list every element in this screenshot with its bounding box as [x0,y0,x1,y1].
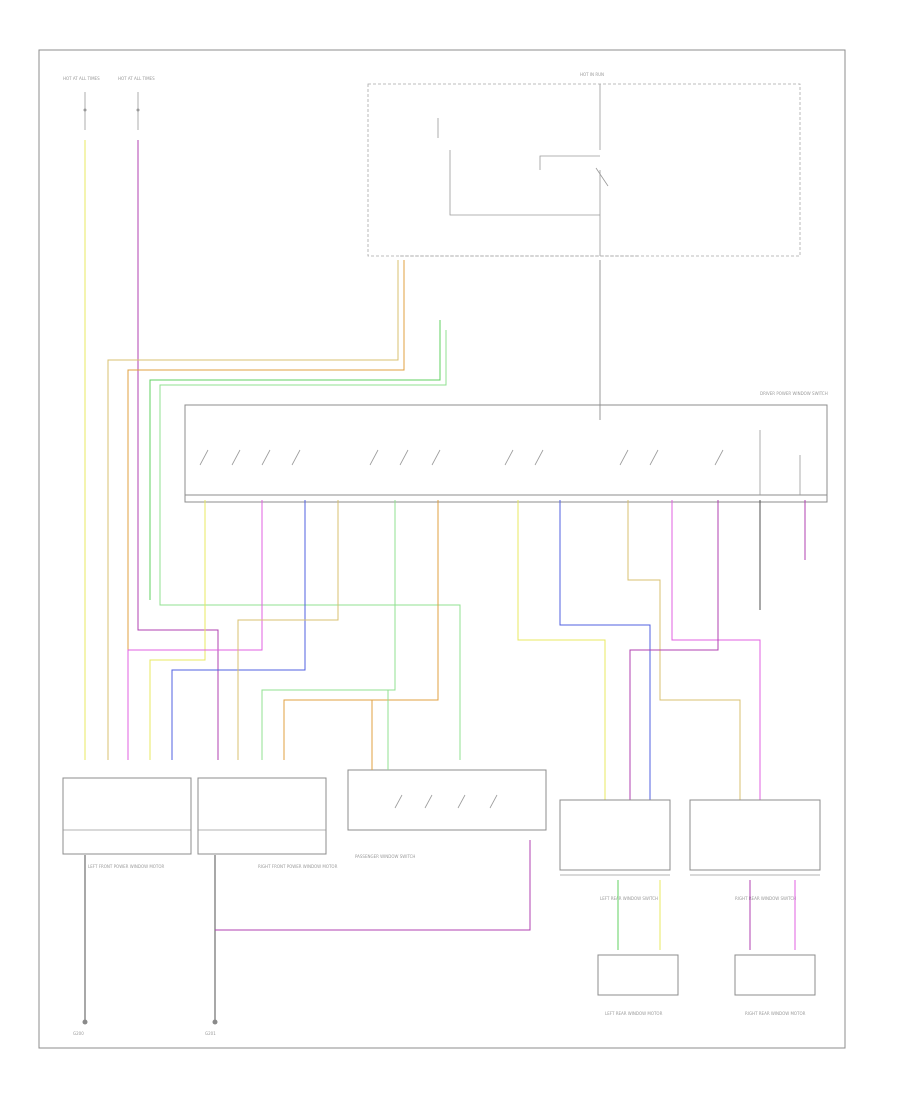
wire-tan-rr [627,500,741,800]
relay-contact [595,167,609,187]
rf-motor-label: RIGHT FRONT POWER WINDOW MOTOR [258,864,338,869]
driver-switch-label: DRIVER POWER WINDOW SWITCH [760,391,828,396]
lr-switch-label: LEFT REAR WINDOW SWITCH [600,896,658,901]
wire-tan-main [107,260,399,760]
wire-yellow-lf-up [149,500,206,760]
lf-motor-body [62,777,192,855]
relay-feed-path [449,150,600,216]
fuse-left-2 [136,92,140,130]
rf-motor-body [197,777,327,855]
lr-motor-label: LEFT REAR WINDOW MOTOR [605,1011,663,1016]
wire-violet-lr [629,500,719,800]
wire-orange-pass [371,699,438,770]
power-source-label-2: HOT AT ALL TIMES [118,76,155,81]
rr-motor-body [734,954,816,996]
fuse-left-1 [83,92,87,130]
lf-motor-label: LEFT FRONT POWER WINDOW MOTOR [88,864,165,869]
relay-coil-path [539,155,600,170]
wire-violet-to-rf [137,620,219,760]
ground-symbol-1 [82,1019,88,1025]
wire-blue-lr [559,500,651,800]
wire-lightgreen-main [159,330,461,760]
passenger-switch-contacts [394,794,498,809]
wire-orange-main [127,260,405,650]
ground-label-2: G201 [205,1031,216,1036]
lr-motor-body [597,954,679,996]
passenger-switch-body [347,769,547,831]
rr-motor-label: RIGHT REAR WINDOW MOTOR [745,1011,806,1016]
wire-tan-rf [237,500,339,760]
passenger-switch-label: PASSENGER WINDOW SWITCH [355,854,415,859]
wire-pink-lf-down [127,500,263,760]
rr-switch-body [689,799,821,871]
wire-green-main [149,320,441,600]
power-source-label-1: HOT AT ALL TIMES [63,76,100,81]
master-switch-contacts [199,430,801,495]
wire-pink-rr [671,500,761,800]
wire-green-rf [261,500,396,760]
rr-switch-label: RIGHT REAR WINDOW SWITCH [735,896,796,901]
wire-yellow-lr [517,500,606,800]
driver-switch-body [184,404,828,503]
wire-green-pass [387,689,395,770]
ground-label-1: G200 [73,1031,84,1036]
fuse-box-outline [367,83,801,257]
wire-violet-lock-feed [215,840,531,931]
wire-orange-rf [283,500,439,760]
ground-symbol-2 [212,1019,218,1025]
lr-switch-body [559,799,671,871]
diagram-frame [38,49,846,1049]
power-source-label-3: HOT IN RUN [580,72,604,77]
